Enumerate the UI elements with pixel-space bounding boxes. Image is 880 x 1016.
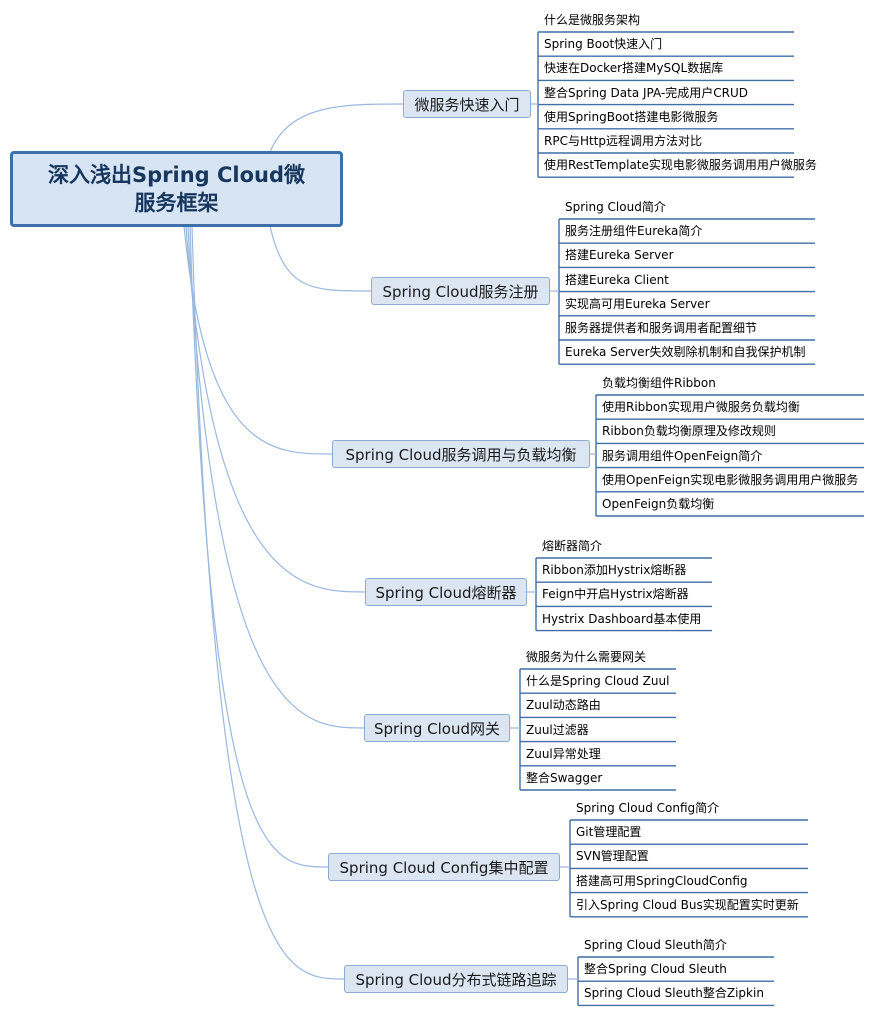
leaf-topic[interactable]: 搭建高可用SpringCloudConfig [576,873,748,888]
leaf-topic[interactable]: 熔断器简介 [542,539,603,553]
leaf-topic[interactable]: 什么是Spring Cloud Zuul [526,674,670,689]
leaf-topic[interactable]: 整合Swagger [526,771,603,785]
leaf-topic[interactable]: Ribbon添加Hystrix熔断器 [542,563,687,578]
leaf-topic[interactable]: Git管理配置 [576,825,642,840]
leaf-topic[interactable]: OpenFeign负载均衡 [602,497,715,511]
leaf-topic[interactable]: 负载均衡组件Ribbon [602,376,716,390]
leaf-topic[interactable]: 使用RestTemplate实现电影微服务调用用户微服务 [544,158,817,173]
leaf-topic[interactable]: 快速在Docker搭建MySQL数据库 [544,61,724,76]
leaf-topic[interactable]: 整合Spring Data JPA-完成用户CRUD [544,85,749,100]
connector-line [183,225,333,455]
leaf-topic[interactable]: Spring Cloud Config简介 [576,801,720,815]
leaf-topic[interactable]: Zuul过滤器 [526,722,589,737]
leaf-topic[interactable]: 引入Spring Cloud Bus实现配置实时更新 [576,897,799,912]
branch-topic[interactable]: Spring Cloud Config集中配置 [328,853,560,881]
leaf-topic[interactable]: 服务调用组件OpenFeign简介 [602,448,763,463]
leaf-topic[interactable]: 使用OpenFeign实现电影微服务调用用户微服务 [602,472,859,487]
connector-line [189,225,329,868]
leaf-topic[interactable]: Spring Cloud简介 [565,200,666,214]
leaf-topic[interactable]: Zuul异常处理 [526,746,601,761]
leaf-topic[interactable]: 服务器提供者和服务调用者配置细节 [565,321,758,335]
leaf-topic[interactable]: 使用Ribbon实现用户微服务负载均衡 [602,400,800,415]
leaf-topic[interactable]: 服务注册组件Eureka简介 [565,224,703,239]
leaf-topic[interactable]: Zuul动态路由 [526,698,601,713]
connector-line [269,103,404,153]
branch-topic[interactable]: Spring Cloud熔断器 [365,578,527,606]
connector-line [187,225,365,729]
branch-topic[interactable]: 微服务快速入门 [403,90,531,118]
leaf-topic[interactable]: Spring Boot快速入门 [544,37,663,52]
branch-topic[interactable]: Spring Cloud网关 [364,714,510,742]
leaf-topic[interactable]: 实现高可用Eureka Server [565,296,710,311]
leaf-topic[interactable]: 搭建Eureka Client [565,272,669,287]
leaf-topic[interactable]: Spring Cloud Sleuth整合Zipkin [584,986,764,1001]
leaf-topic[interactable]: 使用SpringBoot搭建电影微服务 [544,109,719,124]
connector-line [191,225,345,980]
leaf-topic[interactable]: 什么是微服务架构 [544,13,641,27]
leaf-topic[interactable]: Hystrix Dashboard基本使用 [542,611,702,626]
leaf-topic[interactable]: Spring Cloud Sleuth简介 [584,938,727,952]
leaf-topic[interactable]: 整合Spring Cloud Sleuth [584,962,727,977]
leaf-topic[interactable]: Feign中开启Hystrix熔断器 [542,587,689,602]
branch-topic[interactable]: Spring Cloud分布式链路追踪 [344,965,568,993]
leaf-topic[interactable]: 微服务为什么需要网关 [526,650,647,664]
leaf-topic[interactable]: SVN管理配置 [576,849,649,864]
branch-topic[interactable]: Spring Cloud服务调用与负载均衡 [332,440,590,468]
branch-topic[interactable]: Spring Cloud服务注册 [371,277,550,305]
connector-line [269,225,372,292]
leaf-topic[interactable]: Eureka Server失效剔除机制和自我保护机制 [565,345,806,360]
leaf-topic[interactable]: RPC与Http远程调用方法对比 [544,134,703,148]
leaf-topic[interactable]: 搭建Eureka Server [565,248,674,263]
root-topic[interactable]: 深入浅出Spring Cloud微服务框架 [10,151,343,227]
connector-line [185,225,366,593]
leaf-topic[interactable]: Ribbon负载均衡原理及修改规则 [602,424,776,439]
